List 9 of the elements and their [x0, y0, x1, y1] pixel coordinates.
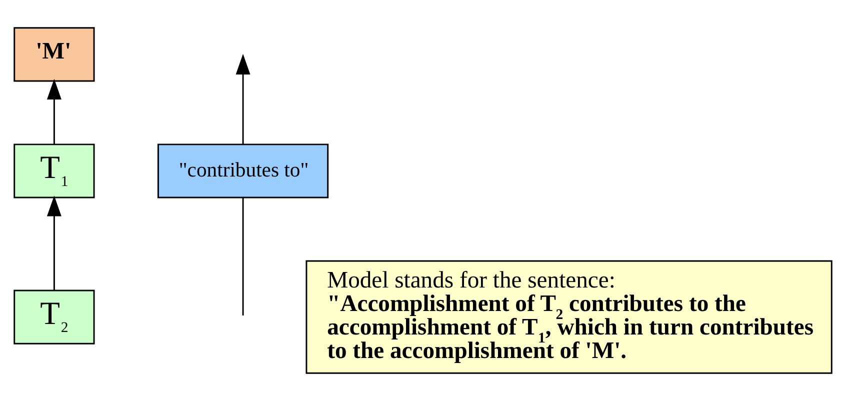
node-box: Model stands for the sentence: "Accomplishment of T$_{2}$ contributes to the accomplishment of T$_{1}$, which in turn contributes to the accomplishment of 'M'.: [306, 260, 832, 374]
arrow: [236, 53, 250, 144]
arrow: [46, 78, 62, 144]
node-box: T$_{1}$: [14, 143, 95, 198]
node-box: "contributes to": [157, 143, 329, 198]
arrow: [46, 195, 62, 290]
node-box: T$_{2}$: [14, 289, 95, 344]
connector: [242, 198, 244, 315]
node-box: 'M': [14, 26, 95, 82]
